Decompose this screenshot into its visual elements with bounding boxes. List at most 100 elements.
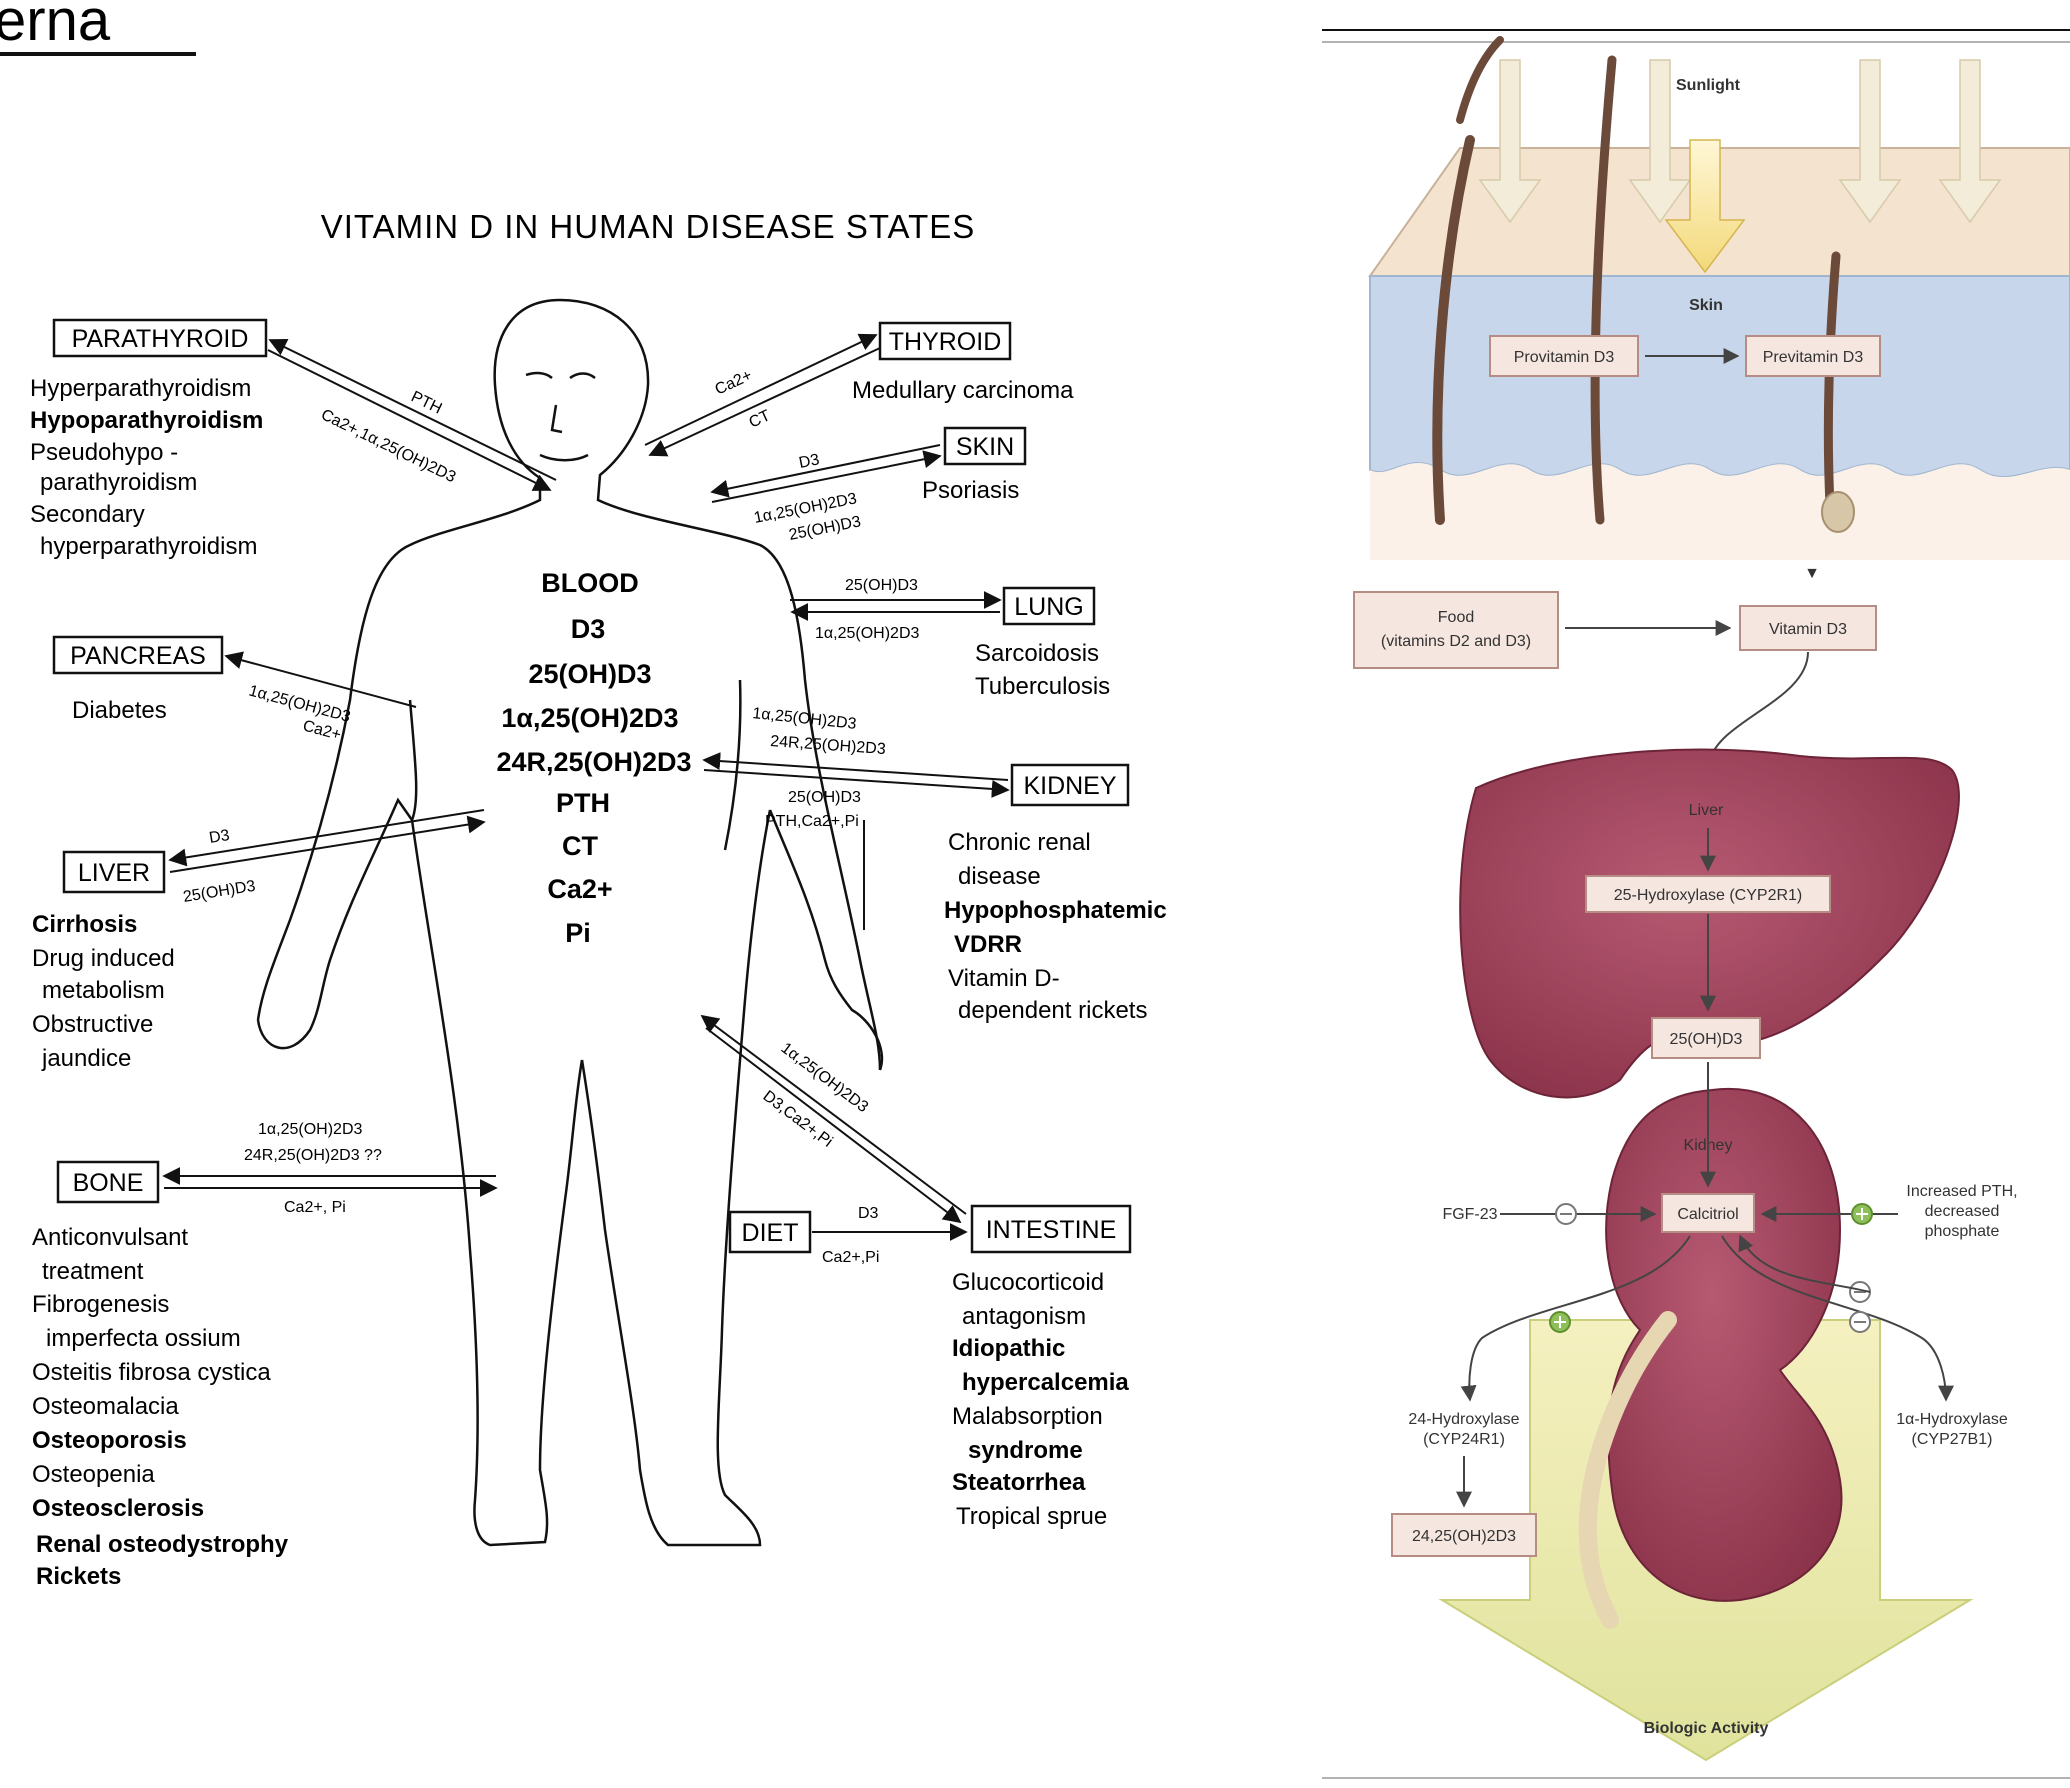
disease: Drug induced: [32, 945, 175, 972]
arrow-label: PTH,Ca2+,Pi: [765, 813, 859, 830]
disease: Cirrhosis: [32, 911, 137, 938]
disease: Renal osteodystrophy: [36, 1531, 289, 1558]
arrow-line: [706, 1028, 960, 1222]
blood-item: 24R,25(OH)2D3: [496, 747, 691, 777]
arrow-line: [712, 445, 940, 492]
disease: Osteosclerosis: [32, 1495, 204, 1522]
disease: Sarcoidosis: [975, 640, 1099, 667]
arrow-label: PTH: [408, 388, 444, 417]
organ-diet: DIET D3 Ca2+,Pi: [730, 1205, 966, 1266]
skin-label: Skin: [1689, 297, 1723, 314]
arrow-label: 1α,25(OH)2D3: [815, 625, 920, 642]
organ-label: LIVER: [78, 859, 150, 887]
arrow-label: 25(OH)D3: [845, 577, 918, 594]
organ-label: BONE: [73, 1169, 144, 1197]
arrow-label: Ca2+, Pi: [284, 1199, 346, 1216]
disease: imperfecta ossium: [46, 1325, 241, 1352]
arrow-label: Ca2+,1α,25(OH)2D3: [318, 406, 458, 486]
arrow-label: 1α,25(OH)2D3: [258, 1121, 363, 1138]
hydroxylase1a-label: 1α-Hydroxylase: [1896, 1411, 2008, 1428]
disease: Steatorrhea: [952, 1469, 1086, 1496]
arrow-label: D3: [858, 1205, 879, 1222]
organ-label: KIDNEY: [1023, 772, 1116, 800]
arrow-line: [645, 335, 876, 445]
slide-heading: erna: [0, 0, 111, 53]
disease: Idiopathic: [952, 1335, 1065, 1362]
disease: Chronic renal: [948, 829, 1091, 856]
blood-item: 25(OH)D3: [528, 659, 651, 689]
organ-skin: SKIN D3 1α,25(OH)2D3 25(OH)D3 Psoriasis: [712, 428, 1025, 544]
organ-lung: LUNG 25(OH)D3 1α,25(OH)2D3 Sarcoidosis T…: [790, 577, 1110, 700]
organ-label: PARATHYROID: [72, 325, 249, 353]
provitamin-label: Provitamin D3: [1514, 349, 1615, 366]
disease: Tuberculosis: [975, 673, 1110, 700]
organ-label: PANCREAS: [70, 642, 206, 670]
blood-item: Ca2+: [547, 874, 612, 904]
disease: Psoriasis: [922, 477, 1019, 504]
liver-label: Liver: [1689, 802, 1724, 819]
skin-illustration: Sunlight Skin Provitamin D3 Previtamin D…: [1370, 40, 2070, 560]
arrow-label: D3: [798, 451, 821, 472]
organ-label: SKIN: [956, 433, 1014, 461]
blood-item: PTH: [556, 788, 610, 818]
disease: Hypophosphatemic: [944, 897, 1167, 924]
disease: treatment: [42, 1258, 144, 1285]
arrow-line: [704, 770, 1008, 790]
organ-kidney: KIDNEY 1α,25(OH)2D3 24R,25(OH)2D3 25(OH)…: [704, 705, 1167, 1024]
disease: Anticonvulsant: [32, 1224, 188, 1251]
disease: Secondary: [30, 501, 145, 528]
arrow-label: D3: [208, 827, 231, 847]
disease: Hypoparathyroidism: [30, 407, 263, 434]
disease: jaundice: [41, 1045, 131, 1072]
arrow-label: CT: [747, 407, 774, 432]
previtamin-label: Previtamin D3: [1763, 349, 1864, 366]
disease: Fibrogenesis: [32, 1291, 169, 1318]
pth-label: Increased PTH,: [1906, 1183, 2017, 1200]
disease: parathyroidism: [40, 469, 197, 496]
disease: dependent rickets: [958, 997, 1147, 1024]
organ-parathyroid: PARATHYROID PTH Ca2+,1α,25(OH)2D3 Hyperp…: [30, 320, 556, 560]
sunlight-label: Sunlight: [1676, 77, 1741, 94]
disease: disease: [958, 863, 1041, 890]
disease: VDRR: [954, 931, 1022, 958]
arrow-label: 24R,25(OH)2D3: [770, 733, 887, 758]
organ-intestine: INTESTINE 1α,25(OH)2D3 D3,Ca2+,Pi Glucoc…: [702, 1016, 1130, 1530]
ohd-label: 25(OH)D3: [1670, 1031, 1743, 1048]
arrow-label: 25(OH)D3: [788, 789, 861, 806]
vitamin-label: Vitamin D3: [1769, 621, 1847, 638]
disease: Medullary carcinoma: [852, 377, 1074, 404]
disease: Tropical sprue: [956, 1503, 1107, 1530]
disease: Pseudohypo -: [30, 439, 178, 466]
blood-item: D3: [571, 614, 606, 644]
disease: Rickets: [36, 1563, 121, 1590]
disease: syndrome: [968, 1437, 1083, 1464]
disease: Diabetes: [72, 697, 167, 724]
organ-pancreas: PANCREAS 1α,25(OH)2D3 Ca2+ Diabetes: [54, 637, 416, 744]
organ-label: THYROID: [889, 328, 1002, 356]
arrow-label: Ca2+: [713, 367, 755, 399]
disease: Vitamin D-: [948, 965, 1060, 992]
arrow-line: [704, 760, 1008, 780]
disease: Glucocorticoid: [952, 1269, 1104, 1296]
hydroxylase24-label: (CYP24R1): [1423, 1431, 1505, 1448]
disease: Malabsorption: [952, 1403, 1103, 1430]
kidney-illustration: Kidney Calcitriol FGF-23 Increased PTH, …: [1392, 1062, 2018, 1620]
arrow-label: 24R,25(OH)2D3 ??: [244, 1147, 382, 1164]
fgf-label: FGF-23: [1442, 1206, 1497, 1223]
blood-item: 1α,25(OH)2D3: [501, 703, 678, 733]
organ-label: INTESTINE: [986, 1216, 1117, 1244]
disease: metabolism: [42, 977, 165, 1004]
disease: Hyperparathyroidism: [30, 375, 251, 402]
blood-panel: BLOOD D3 25(OH)D3 1α,25(OH)2D3 24R,25(OH…: [496, 568, 691, 948]
disease: hypercalcemia: [962, 1369, 1129, 1396]
organ-bone: BONE 1α,25(OH)2D3 24R,25(OH)2D3 ?? Ca2+,…: [32, 1121, 496, 1590]
food-sublabel: (vitamins D2 and D3): [1381, 633, 1531, 650]
arrow-label: 1α,25(OH)2D3: [247, 682, 352, 725]
disease: Osteoporosis: [32, 1427, 187, 1454]
disease: Osteitis fibrosa cystica: [32, 1359, 271, 1386]
arrow-label: 25(OH)D3: [182, 878, 257, 906]
arrow-label: Ca2+,Pi: [822, 1249, 879, 1266]
organ-label: DIET: [742, 1219, 799, 1247]
arrow-line: [268, 350, 550, 490]
